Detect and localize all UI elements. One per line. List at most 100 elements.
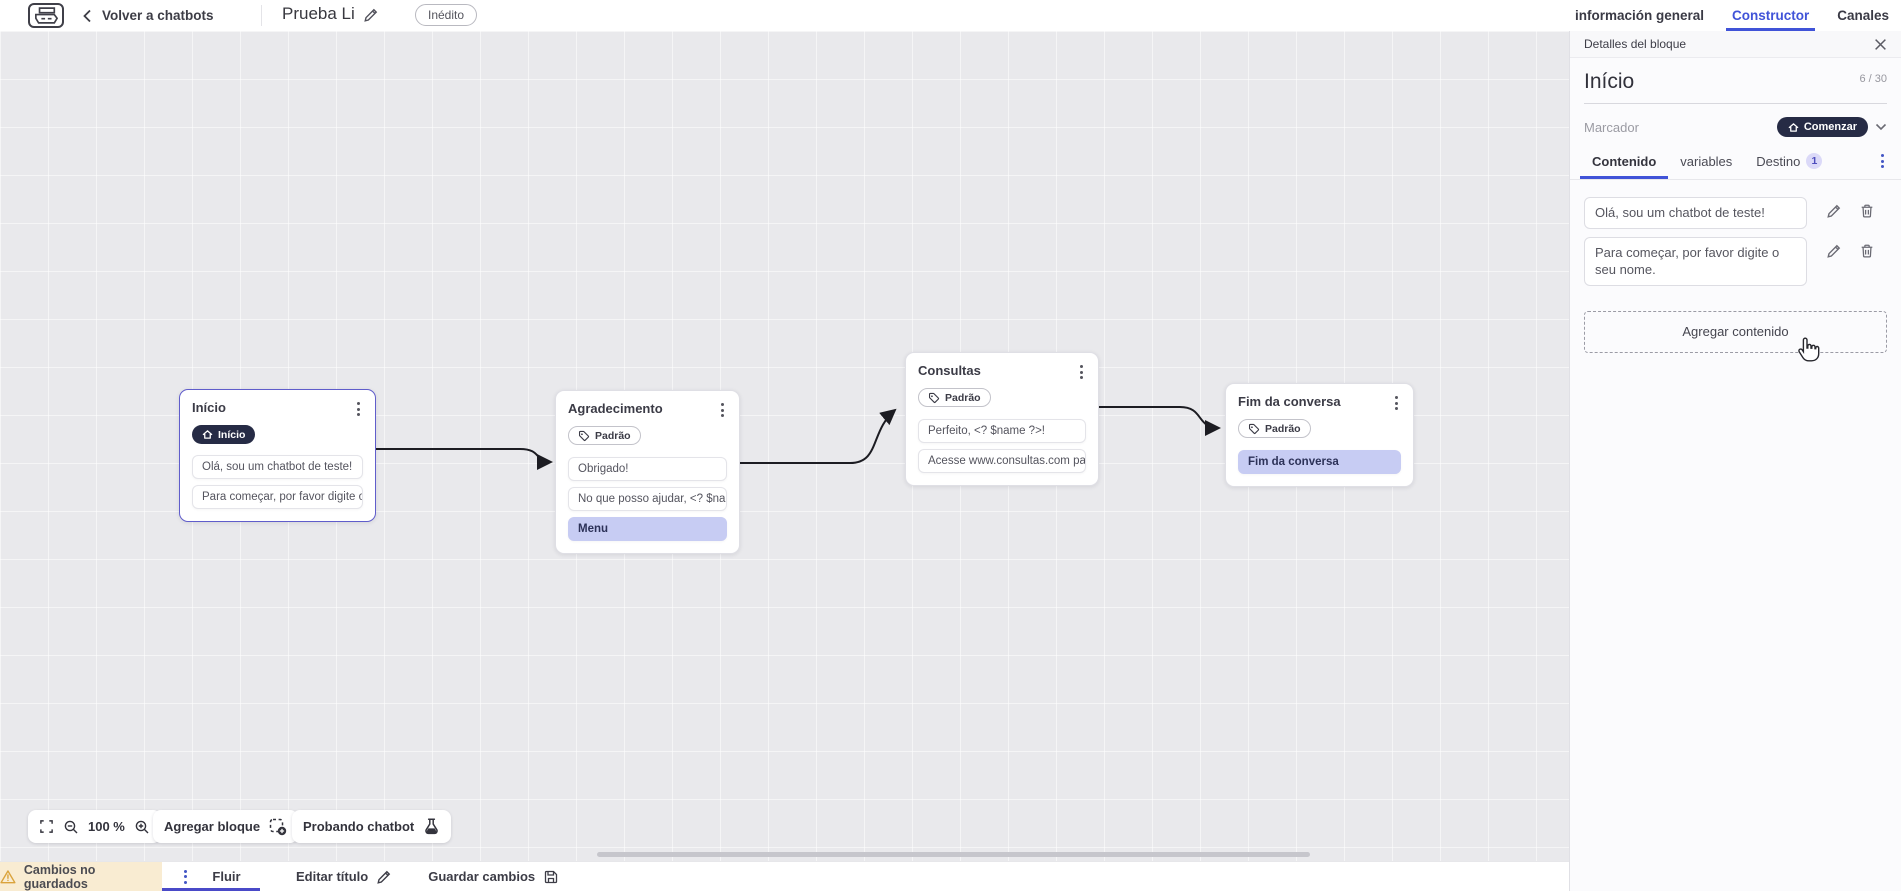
zoom-controls: 100 % xyxy=(28,810,161,843)
flow-tab-label: Fluir xyxy=(212,869,241,884)
node-inicio[interactable]: Início Início Olá, sou um chatbot de tes… xyxy=(179,389,376,522)
unsaved-changes-label: Cambios no guardados xyxy=(23,862,96,891)
bottom-bar: Cambios no guardados Fluir Editar título… xyxy=(0,861,1569,891)
edit-content-icon[interactable] xyxy=(1826,203,1842,224)
zoom-in-icon[interactable] xyxy=(134,819,150,835)
topbar-divider xyxy=(261,5,262,26)
block-name-field[interactable]: Início 6 / 30 xyxy=(1584,70,1887,104)
panel-body: Início 6 / 30 Marcador Comenzar Contenid… xyxy=(1570,70,1901,353)
node-content-item[interactable]: Perfeito, <? $name ?>! xyxy=(918,418,1086,443)
node-title: Consultas xyxy=(918,363,981,378)
tab-constructor[interactable]: Constructor xyxy=(1726,0,1816,31)
marker-row: Marcador Comenzar xyxy=(1584,117,1887,137)
panel-tabs: Contenido variables Destino 1 xyxy=(1570,152,1901,180)
tab-variables[interactable]: variables xyxy=(1680,153,1733,169)
node-title: Fim da conversa xyxy=(1238,394,1341,409)
node-content-list: Fim da conversa xyxy=(1238,449,1401,474)
edit-chatbot-title-icon[interactable] xyxy=(363,7,379,28)
add-block-button[interactable]: Agregar bloque xyxy=(153,810,299,843)
zoom-level: 100 % xyxy=(88,819,125,834)
node-consultas[interactable]: Consultas Padrão Perfeito, <? $name ?>! … xyxy=(905,352,1099,486)
type-badge: Padrão xyxy=(568,426,641,445)
save-icon xyxy=(545,870,558,883)
pencil-icon xyxy=(377,870,391,884)
node-menu-icon[interactable] xyxy=(718,401,727,419)
node-content-list: Olá, sou um chatbot de teste! Para começ… xyxy=(192,455,363,509)
warning-icon xyxy=(0,870,16,884)
node-content-item[interactable]: Para começar, por favor digite o ... xyxy=(192,485,363,509)
tag-icon xyxy=(928,392,940,403)
tab-informacion-general[interactable]: información general xyxy=(1575,8,1705,23)
test-chatbot-button[interactable]: Probando chatbot xyxy=(292,810,452,843)
chatbot-title[interactable]: Prueba Li xyxy=(282,4,355,23)
fullscreen-icon[interactable] xyxy=(39,819,54,834)
test-chatbot-label: Probando chatbot xyxy=(303,819,415,834)
node-header: Consultas xyxy=(918,363,1086,381)
add-block-icon xyxy=(269,818,287,835)
builder-tabs: información general Constructor Canales xyxy=(1569,0,1901,31)
node-agradecimento[interactable]: Agradecimento Padrão Obrigado! No que po… xyxy=(555,390,740,554)
marker-pill[interactable]: Comenzar xyxy=(1776,117,1868,137)
flow-tab-menu-icon[interactable] xyxy=(181,868,190,886)
content-text-card[interactable]: Para começar, por favor digite o seu nom… xyxy=(1584,237,1807,286)
marker-select[interactable]: Comenzar xyxy=(1776,117,1887,137)
node-header: Fim da conversa xyxy=(1238,394,1401,412)
edit-content-icon[interactable] xyxy=(1826,243,1842,264)
node-content-item[interactable]: Acesse www.consultas.com par... xyxy=(918,448,1086,473)
node-fim-da-conversa[interactable]: Fim da conversa Padrão Fim da conversa xyxy=(1225,383,1414,487)
unsaved-changes-chip: Cambios no guardados xyxy=(0,862,162,891)
node-title: Início xyxy=(192,400,226,415)
add-content-button[interactable]: Agregar contenido xyxy=(1584,310,1887,353)
node-menu-icon[interactable] xyxy=(1077,363,1086,381)
app-logo-icon[interactable] xyxy=(28,3,64,28)
node-title: Agradecimento xyxy=(568,401,663,416)
node-content-list: Perfeito, <? $name ?>! Acesse www.consul… xyxy=(918,418,1086,473)
panel-menu-icon[interactable] xyxy=(1878,152,1887,170)
save-changes-button[interactable]: Guardar cambios xyxy=(428,862,559,891)
node-menu-item[interactable]: Menu xyxy=(568,516,727,541)
char-counter: 6 / 30 xyxy=(1859,73,1887,85)
tab-contenido[interactable]: Contenido xyxy=(1579,153,1669,179)
node-header: Agradecimento xyxy=(568,401,727,419)
content-text-card[interactable]: Olá, sou um chatbot de teste! xyxy=(1584,197,1807,230)
panel-title: Detalles del bloque xyxy=(1584,37,1687,51)
tag-icon xyxy=(1248,423,1260,434)
node-menu-icon[interactable] xyxy=(354,400,363,418)
zoom-out-icon[interactable] xyxy=(63,819,79,835)
edge-consultas-fim xyxy=(1099,406,1221,436)
tab-destino[interactable]: Destino 1 xyxy=(1756,153,1823,169)
back-to-chatbots-button[interactable]: Volver a chatbots xyxy=(82,8,214,23)
home-icon xyxy=(1788,122,1799,132)
node-content-item[interactable]: Obrigado! xyxy=(568,456,727,481)
node-menu-icon[interactable] xyxy=(1392,394,1401,412)
start-badge: Início xyxy=(192,425,256,444)
edge-agradecimento-consultas xyxy=(740,408,897,464)
node-content-item[interactable]: No que posso ajudar, <? $name ... xyxy=(568,486,727,511)
status-badge: Inédito xyxy=(415,4,478,26)
canvas-horizontal-scrollbar[interactable] xyxy=(597,852,1310,857)
marker-label: Marcador xyxy=(1584,119,1639,135)
destino-count-badge: 1 xyxy=(1806,153,1823,169)
node-content-item[interactable]: Fim da conversa xyxy=(1238,449,1401,474)
node-content-list: Obrigado! No que posso ajudar, <? $name … xyxy=(568,456,727,541)
edit-title-button[interactable]: Editar título xyxy=(296,862,392,891)
delete-content-icon[interactable] xyxy=(1859,243,1875,264)
type-badge: Padrão xyxy=(918,388,991,407)
content-row: Para começar, por favor digite o seu nom… xyxy=(1584,237,1887,286)
logo-glyph xyxy=(35,7,58,24)
back-label: Volver a chatbots xyxy=(102,8,214,23)
content-list: Olá, sou um chatbot de teste! Para começ… xyxy=(1584,197,1887,286)
chevron-down-icon[interactable] xyxy=(1875,123,1887,131)
close-icon[interactable] xyxy=(1874,38,1887,51)
node-content-item[interactable]: Olá, sou um chatbot de teste! xyxy=(192,455,363,479)
tab-canales[interactable]: Canales xyxy=(1837,8,1890,23)
tab-fluir[interactable]: Fluir xyxy=(162,862,260,891)
top-bar: Volver a chatbots Prueba Li Inédito info… xyxy=(0,0,1901,31)
block-name[interactable]: Início xyxy=(1584,70,1635,93)
type-badge: Padrão xyxy=(1238,419,1311,438)
flow-canvas[interactable]: Início Início Olá, sou um chatbot de tes… xyxy=(0,31,1569,861)
delete-content-icon[interactable] xyxy=(1859,203,1875,224)
add-block-label: Agregar bloque xyxy=(164,819,261,834)
tag-icon xyxy=(578,430,590,441)
